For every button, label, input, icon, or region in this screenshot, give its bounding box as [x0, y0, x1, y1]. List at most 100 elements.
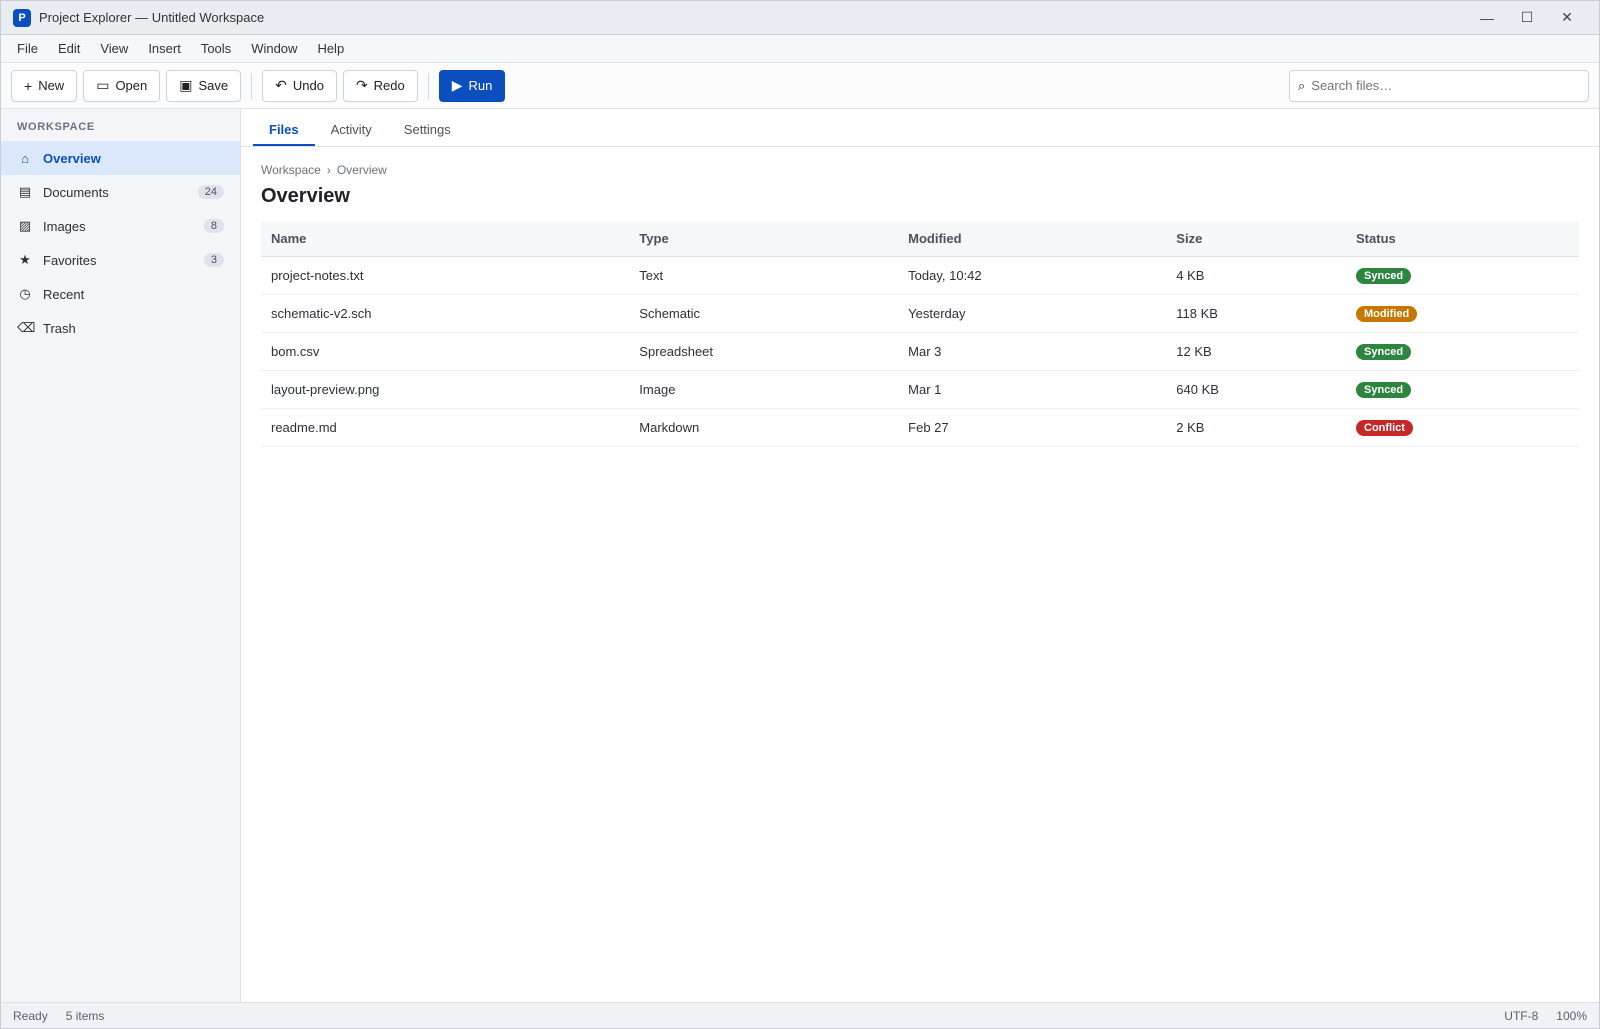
- breadcrumb-item[interactable]: Overview: [336, 163, 387, 177]
- sidebar-item-overview[interactable]: ⌂ Overview: [1, 141, 240, 175]
- column-header-type[interactable]: Type: [629, 222, 899, 257]
- save-button[interactable]: ▣ Save: [166, 69, 242, 102]
- column-header-status[interactable]: Status: [1346, 222, 1579, 257]
- item-count: 5 items: [65, 1008, 105, 1023]
- cell-status: Synced: [1346, 256, 1579, 295]
- column-header-name[interactable]: Name: [261, 222, 630, 257]
- undo-button[interactable]: ↶ Undo: [262, 69, 337, 102]
- cell-name: bom.csv: [261, 332, 630, 371]
- sidebar-heading: Workspace: [17, 121, 95, 133]
- content-area: Workspace › Overview Overview Name Type …: [241, 147, 1599, 1002]
- cell-size: 12 KB: [1166, 332, 1347, 371]
- sidebar-item-label: Documents: [43, 184, 109, 200]
- status-badge: Modified: [1356, 305, 1418, 322]
- open-button[interactable]: ▭ Open: [83, 69, 161, 102]
- sidebar-item-label: Images: [43, 218, 86, 234]
- breadcrumb-separator-icon: ›: [326, 163, 331, 177]
- close-button[interactable]: ✕: [1561, 9, 1573, 25]
- menu-tools[interactable]: Tools: [200, 40, 232, 56]
- sidebar-item-count: 3: [203, 253, 224, 267]
- table-row[interactable]: project-notes.txt Text Today, 10:42 4 KB…: [261, 256, 1579, 295]
- clock-icon: ◷: [19, 286, 31, 301]
- app-logo-icon: P: [13, 8, 31, 27]
- run-button-label: Run: [468, 78, 493, 93]
- status-badge: Synced: [1356, 267, 1412, 284]
- file-icon: ▤: [18, 184, 32, 199]
- status-badge: Conflict: [1356, 419, 1413, 436]
- toolbar-divider: [251, 72, 253, 99]
- new-button[interactable]: + New: [11, 69, 78, 102]
- redo-icon: ↷: [355, 77, 368, 93]
- search-input[interactable]: [1311, 78, 1580, 93]
- menu-window[interactable]: Window: [251, 40, 298, 56]
- redo-button[interactable]: ↷ Redo: [342, 69, 418, 102]
- table-row[interactable]: bom.csv Spreadsheet Mar 3 12 KB Synced: [261, 332, 1579, 371]
- menu-insert[interactable]: Insert: [148, 40, 181, 56]
- run-button[interactable]: ▶ Run: [438, 69, 506, 102]
- redo-button-label: Redo: [373, 78, 405, 93]
- search-box: ⌕: [1289, 69, 1589, 102]
- cell-type: Image: [629, 370, 899, 409]
- menu-help[interactable]: Help: [317, 40, 345, 56]
- tab-activity[interactable]: Activity: [330, 121, 372, 137]
- cell-name: project-notes.txt: [261, 256, 630, 295]
- home-icon: ⌂: [21, 150, 29, 166]
- table-row[interactable]: layout-preview.png Image Mar 1 640 KB Sy…: [261, 370, 1579, 409]
- cell-name: readme.md: [261, 408, 630, 447]
- maximize-button[interactable]: ☐: [1520, 9, 1534, 25]
- main-panel: Files Activity Settings Workspace › Over…: [241, 109, 1599, 1002]
- tab-files[interactable]: Files: [253, 114, 315, 146]
- sidebar-item-label: Trash: [43, 320, 76, 336]
- column-header-size[interactable]: Size: [1166, 222, 1347, 257]
- status-badge: Synced: [1356, 381, 1412, 398]
- cell-size: 4 KB: [1166, 256, 1347, 295]
- sidebar-item-trash[interactable]: ⌫ Trash: [1, 311, 240, 345]
- save-button-label: Save: [198, 78, 229, 93]
- cell-size: 118 KB: [1166, 294, 1347, 333]
- file-table: Name Type Modified Size Status project-n…: [261, 222, 1579, 447]
- folder-icon: ▭: [96, 77, 110, 93]
- sidebar-item-count: 8: [203, 219, 224, 233]
- cell-type: Text: [629, 256, 899, 295]
- minimize-button[interactable]: —: [1480, 9, 1494, 26]
- workspace-body: Workspace ⌂ Overview ▤ Documents 24 ▨ Im…: [1, 109, 1599, 1002]
- plus-icon: +: [24, 77, 33, 94]
- menu-file[interactable]: File: [17, 40, 38, 56]
- cell-type: Schematic: [629, 294, 899, 333]
- sidebar-item-images[interactable]: ▨ Images 8: [1, 209, 240, 243]
- sidebar-item-documents[interactable]: ▤ Documents 24: [1, 175, 240, 209]
- toolbar: + New ▭ Open ▣ Save ↶ Undo ↷ Redo ▶ Run …: [1, 63, 1599, 109]
- sidebar-item-favorites[interactable]: ★ Favorites 3: [1, 243, 240, 277]
- undo-icon: ↶: [275, 77, 287, 93]
- status-badge: Synced: [1356, 343, 1412, 360]
- image-icon: ▨: [18, 218, 32, 233]
- menu-view[interactable]: View: [100, 40, 129, 56]
- menu-edit[interactable]: Edit: [57, 40, 81, 56]
- play-icon: ▶: [451, 77, 463, 93]
- cell-status: Synced: [1346, 370, 1579, 409]
- trash-icon: ⌫: [17, 320, 36, 335]
- cell-name: layout-preview.png: [261, 370, 630, 409]
- encoding-indicator[interactable]: UTF-8: [1504, 1008, 1539, 1023]
- sidebar-item-count: 24: [197, 185, 224, 199]
- cell-size: 2 KB: [1166, 408, 1347, 447]
- zoom-level[interactable]: 100%: [1556, 1008, 1587, 1023]
- status-right: UTF-8 100%: [1504, 1009, 1587, 1023]
- toolbar-divider: [427, 72, 429, 99]
- table-row[interactable]: schematic-v2.sch Schematic Yesterday 118…: [261, 294, 1579, 333]
- cell-modified: Feb 27: [898, 408, 1167, 447]
- star-icon: ★: [19, 252, 31, 267]
- breadcrumb-item[interactable]: Workspace: [261, 163, 321, 177]
- sidebar-item-label: Recent: [43, 286, 85, 302]
- cell-name: schematic-v2.sch: [261, 294, 630, 333]
- cell-modified: Mar 1: [898, 370, 1167, 409]
- status-text: Ready: [13, 1008, 48, 1023]
- cell-modified: Yesterday: [898, 294, 1167, 333]
- table-row[interactable]: readme.md Markdown Feb 27 2 KB Conflict: [261, 408, 1579, 447]
- sidebar-item-recent[interactable]: ◷ Recent: [1, 277, 240, 311]
- open-button-label: Open: [115, 78, 148, 93]
- table-header-row: Name Type Modified Size Status: [261, 222, 1579, 257]
- tab-settings[interactable]: Settings: [403, 121, 451, 137]
- column-header-modified[interactable]: Modified: [898, 222, 1167, 257]
- window-title: Project Explorer — Untitled Workspace: [39, 10, 265, 25]
